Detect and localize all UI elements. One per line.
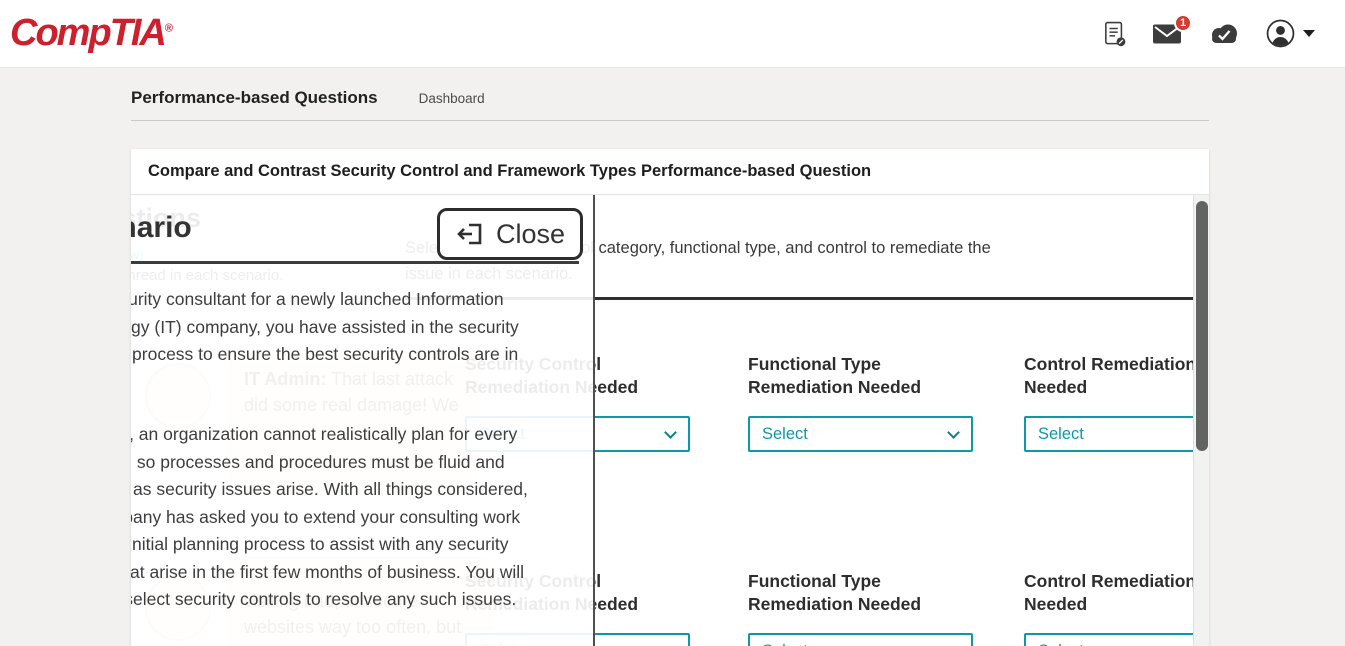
scenario-line: the company has asked you to extend your…: [131, 506, 521, 527]
page-header: Performance-based Questions Dashboard: [131, 88, 1209, 108]
group-heading: Control Remediation Needed: [1024, 354, 1193, 397]
remediation-group-5: Functional Type Remediation Needed Selec…: [748, 570, 988, 646]
scenario-modal: Scenario Close As a security c: [131, 195, 595, 646]
comptia-logo: CompTIA®: [10, 12, 173, 54]
scenario-line: changed as security issues arise. With a…: [131, 479, 528, 499]
scenario-line: planning process to ensure the best secu…: [131, 344, 519, 364]
select-value: Select: [1038, 642, 1084, 646]
caret-down-icon: [1303, 30, 1315, 37]
close-button-label: Close: [495, 218, 566, 249]
scenario-line: scenario, so processes and procedures mu…: [131, 451, 505, 472]
scenario-line: past the initial planning process to ass…: [131, 534, 509, 554]
group-heading: Control Remediation Needed: [1024, 571, 1193, 614]
notification-badge: 1: [1174, 13, 1192, 32]
functional-type-select-2[interactable]: Select: [748, 633, 973, 646]
chevron-down-icon: [947, 426, 960, 439]
topbar-icons: 1: [1104, 13, 1315, 48]
breadcrumb-dashboard[interactable]: Dashboard: [418, 91, 485, 106]
group-heading: Functional Type Remediation Needed: [748, 354, 922, 397]
question-card-title: Compare and Contrast Security Control an…: [131, 149, 1209, 195]
scenario-line: place.: [131, 369, 593, 397]
control-select-2[interactable]: Select: [1024, 633, 1193, 646]
functional-type-select-1[interactable]: Select: [748, 416, 973, 452]
page-title: Performance-based Questions: [131, 88, 378, 107]
question-card: Compare and Contrast Security Control an…: [131, 149, 1209, 646]
remediation-group-2: Functional Type Remediation Needed Selec…: [748, 353, 988, 452]
chevron-down-icon: [664, 426, 677, 439]
top-bar: CompTIA® 1: [0, 0, 1345, 68]
mail-icon[interactable]: 1: [1152, 13, 1192, 45]
document-icon[interactable]: [1104, 20, 1126, 48]
cloud-icon[interactable]: [1208, 22, 1240, 46]
scenario-line: issues that arise in the first few month…: [131, 561, 525, 582]
remediation-group-6: Control Remediation Needed Select: [1024, 570, 1193, 646]
select-value: Select: [762, 424, 808, 443]
scenario-line: However, an organization cannot realisti…: [131, 424, 518, 444]
scenario-modal-title: Scenario: [131, 211, 192, 244]
scenario-line: need to select security controls to reso…: [131, 589, 517, 609]
vertical-scrollbar[interactable]: [1193, 195, 1209, 646]
close-button[interactable]: Close: [437, 208, 583, 260]
scenario-text: As a security consultant for a newly lau…: [131, 264, 593, 614]
group-heading: Functional Type Remediation Needed: [748, 571, 922, 614]
control-select-1[interactable]: Select: [1024, 416, 1193, 452]
exit-icon: [457, 223, 482, 245]
header-divider: [131, 120, 1209, 121]
scenario-line: As a security consultant for a newly lau…: [131, 289, 504, 309]
select-value: Select: [1038, 424, 1084, 443]
scenario-modal-header: Scenario Close: [131, 195, 583, 264]
section-divider: [405, 297, 1193, 300]
question-card-body: Questions (Click to Show) Read the conve…: [131, 195, 1209, 646]
account-icon[interactable]: [1266, 19, 1315, 48]
registered-mark: ®: [164, 22, 173, 35]
remediation-group-3: Control Remediation Needed Select: [1024, 353, 1193, 452]
select-value: Select: [762, 642, 808, 646]
page-background: Performance-based Questions Dashboard Co…: [0, 68, 1345, 646]
scenario-line: Technology (IT) company, you have assist…: [131, 316, 519, 337]
scrollbar-thumb[interactable]: [1196, 201, 1208, 451]
